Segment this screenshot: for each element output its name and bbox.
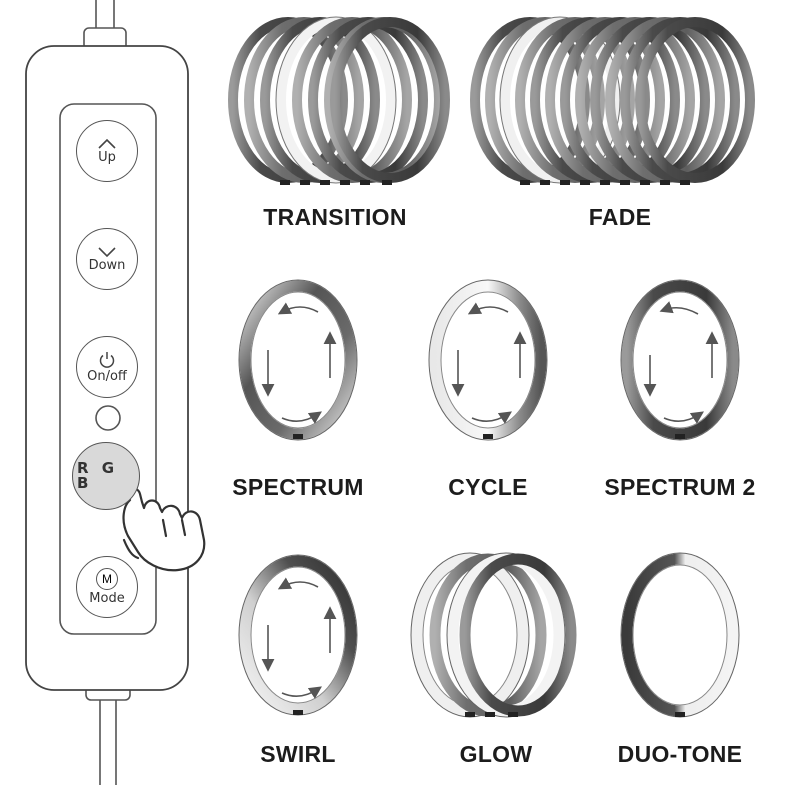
up-button-label: Up — [98, 149, 116, 165]
power-button[interactable]: On/off — [76, 336, 138, 398]
power-icon — [99, 351, 115, 368]
spectrum-ring — [238, 279, 358, 441]
mode-m-badge: M — [96, 568, 118, 590]
down-button[interactable]: Down — [76, 228, 138, 290]
glow-rings — [410, 552, 577, 718]
duotone-ring — [620, 552, 740, 718]
down-button-label: Down — [88, 257, 126, 273]
up-button[interactable]: Up — [76, 120, 138, 182]
label-spectrum: SPECTRUM — [232, 474, 364, 500]
transition-rings — [228, 16, 450, 185]
fade-rings — [470, 16, 755, 185]
label-glow: GLOW — [459, 741, 533, 767]
label-spectrum2: SPECTRUM 2 — [604, 474, 756, 500]
chevron-down-icon — [98, 246, 116, 257]
cable-bottom — [99, 695, 117, 785]
status-led-icon — [95, 405, 121, 431]
label-transition: TRANSITION — [263, 204, 407, 230]
spectrum2-ring — [620, 279, 740, 441]
label-swirl: SWIRL — [260, 741, 336, 767]
rgb-button[interactable]: R G B — [72, 442, 140, 510]
power-button-label: On/off — [87, 368, 127, 384]
label-cycle: CYCLE — [448, 474, 528, 500]
hand-pointer-icon — [122, 487, 206, 572]
label-fade: FADE — [588, 204, 652, 230]
mode-button[interactable]: M Mode — [76, 556, 138, 618]
label-duotone: DUO-TONE — [617, 741, 743, 767]
swirl-ring — [238, 554, 358, 716]
mode-button-label: Mode — [89, 591, 125, 606]
rgb-button-label: R G B — [77, 459, 119, 492]
cycle-ring — [428, 279, 548, 441]
chevron-up-icon — [98, 138, 116, 149]
